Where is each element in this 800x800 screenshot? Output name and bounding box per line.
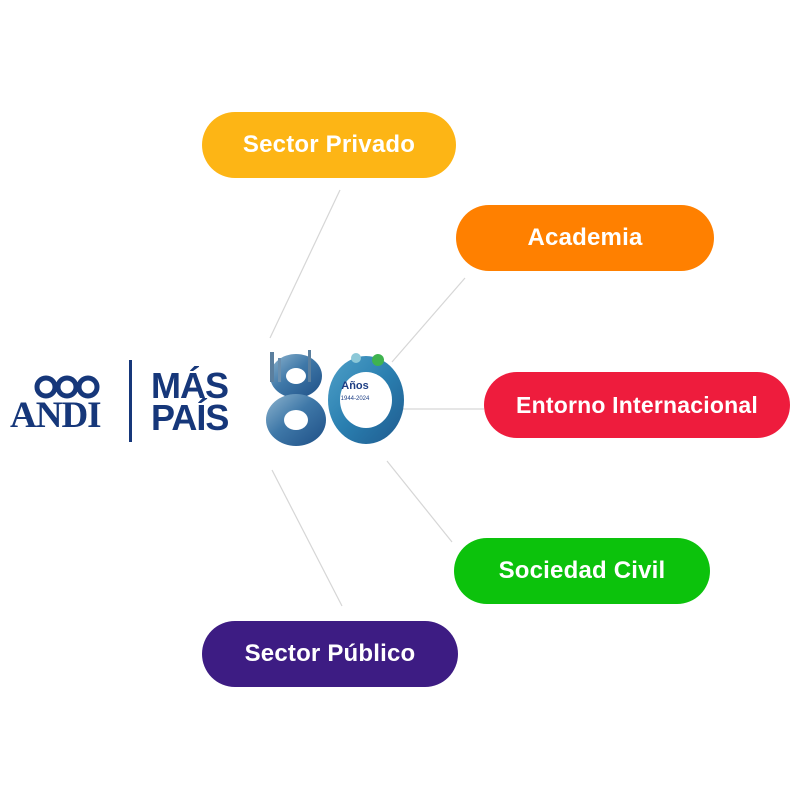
node-entorno-internacional: Entorno Internacional bbox=[484, 372, 790, 438]
andi-mas-pais-logo: ANDI MÁS PAÍS Año bbox=[8, 340, 408, 455]
pais-wordmark: PAÍS bbox=[151, 397, 229, 438]
logo-divider bbox=[129, 360, 132, 442]
eighty-years-icon bbox=[266, 350, 404, 446]
node-sector-publico: Sector Público bbox=[202, 621, 458, 687]
connector-sector-privado bbox=[269, 189, 341, 339]
node-label: Entorno Internacional bbox=[516, 391, 758, 418]
connector-sector-publico bbox=[271, 469, 343, 607]
connector-academia bbox=[391, 277, 466, 363]
node-label: Academia bbox=[527, 224, 643, 251]
andi-infinity-icon bbox=[34, 375, 100, 399]
node-academia: Academia bbox=[456, 205, 714, 271]
node-label: Sector Público bbox=[244, 640, 416, 667]
node-label: Sociedad Civil bbox=[498, 557, 666, 584]
years-label: 1944-2024 bbox=[340, 396, 370, 402]
mas-wordmark: MÁS bbox=[151, 365, 229, 406]
node-sociedad-civil: Sociedad Civil bbox=[454, 538, 710, 604]
connector-sociedad bbox=[386, 460, 453, 543]
node-sector-privado: Sector Privado bbox=[202, 112, 456, 178]
node-label: Sector Privado bbox=[242, 131, 416, 158]
andi-wordmark: ANDI bbox=[10, 395, 102, 436]
anos-label: Años bbox=[341, 380, 369, 392]
